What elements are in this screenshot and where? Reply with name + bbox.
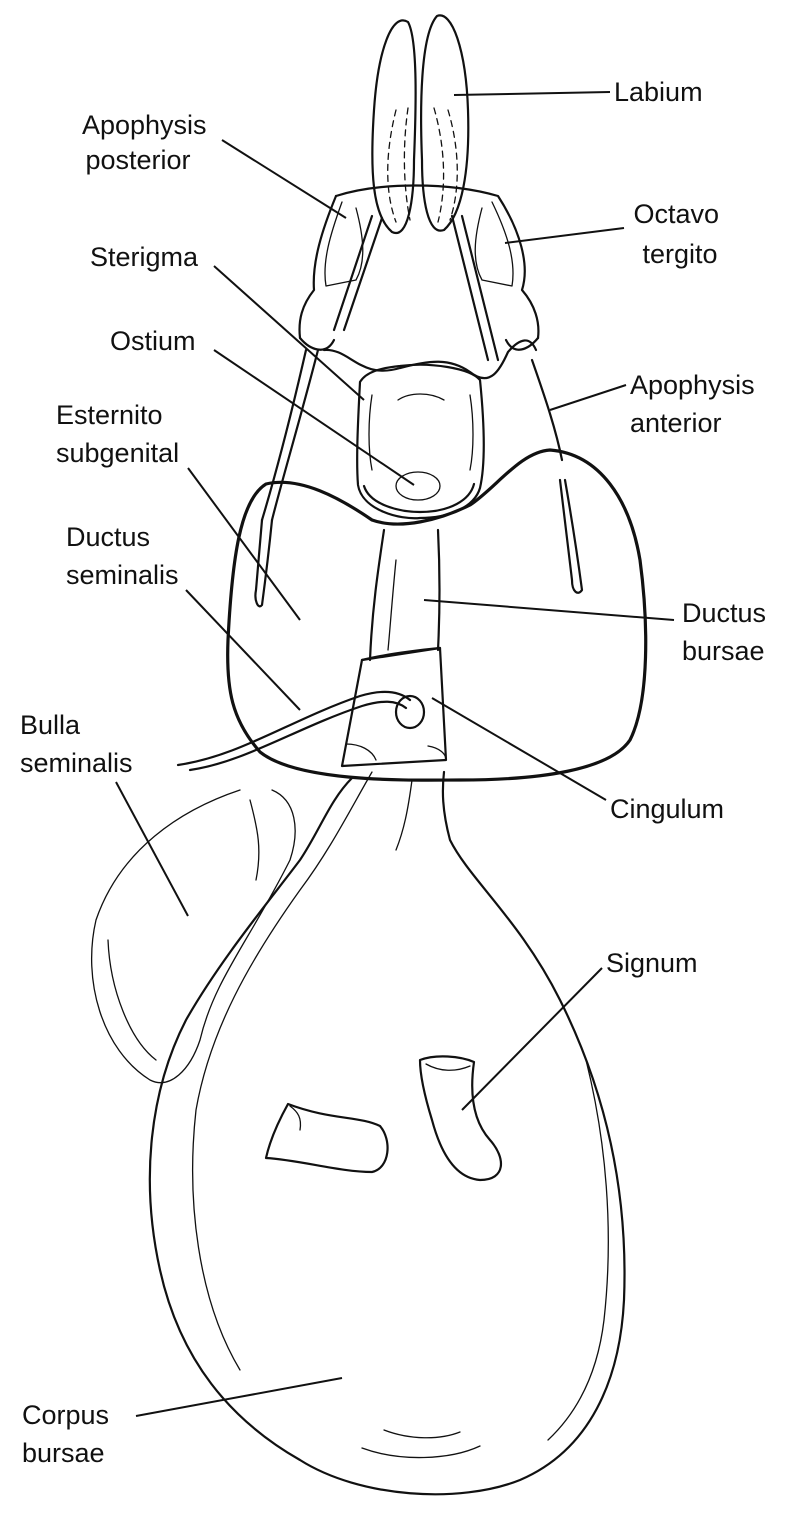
leader-ductus-bursae	[424, 600, 674, 620]
leader-bulla-seminalis	[116, 782, 188, 916]
leader-labium	[454, 92, 610, 95]
label-ostium: Ostium	[110, 326, 196, 356]
esternito-subgenital-drawing	[228, 450, 646, 780]
labium-drawing	[372, 15, 468, 233]
leader-esternito-subgenital	[188, 468, 300, 620]
leader-cingulum	[432, 698, 606, 800]
bulla-seminalis-drawing	[92, 790, 295, 1083]
leader-apophysis-posterior	[222, 140, 346, 218]
label-apophysis-posterior: Apophysis posterior	[82, 110, 214, 175]
label-cingulum: Cingulum	[610, 794, 724, 824]
label-sterigma: Sterigma	[90, 242, 199, 272]
sterigma-ostium-drawing	[324, 340, 536, 518]
labels: Labium Apophysis posterior Octavo tergit…	[20, 77, 774, 1468]
leader-apophysis-anterior	[550, 385, 626, 410]
label-octavo-tergito: Octavo tergito	[633, 199, 726, 269]
label-esternito-subgenital: Esternito subgenital	[56, 400, 179, 468]
label-labium: Labium	[614, 77, 703, 107]
leader-lines	[116, 92, 674, 1416]
label-signum: Signum	[606, 948, 698, 978]
leader-ductus-seminalis	[186, 590, 300, 710]
label-ductus-bursae: Ductus bursae	[682, 598, 774, 666]
label-bulla-seminalis: Bulla seminalis	[20, 710, 133, 778]
label-apophysis-anterior: Apophysis anterior	[630, 370, 762, 438]
label-corpus-bursae: Corpus bursae	[22, 1400, 117, 1468]
ductus-bursae-drawing	[370, 530, 440, 660]
leader-octavo-tergito	[505, 228, 624, 243]
corpus-bursae-drawing	[150, 772, 625, 1494]
leader-signum	[462, 968, 602, 1110]
signum-drawing	[266, 1056, 501, 1180]
leader-sterigma	[214, 266, 364, 400]
ductus-seminalis-drawing	[178, 692, 424, 770]
label-ductus-seminalis: Ductus seminalis	[66, 522, 179, 590]
leader-corpus-bursae	[136, 1378, 342, 1416]
